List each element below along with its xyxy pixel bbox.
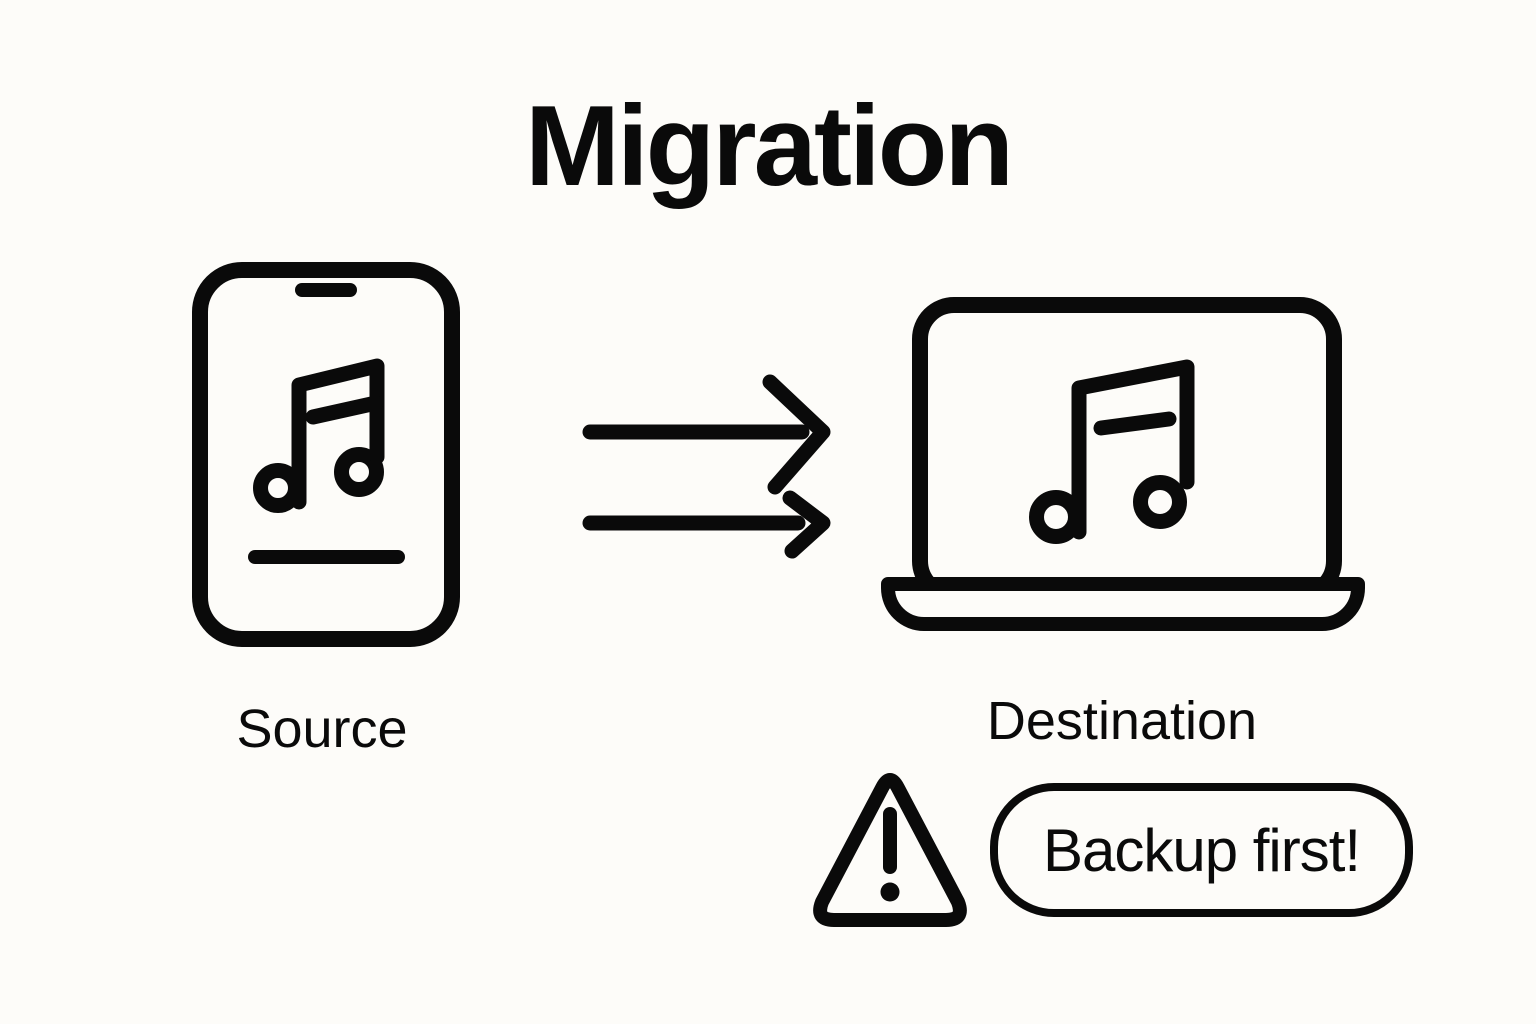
page-title: Migration <box>525 83 1014 210</box>
phone-body <box>192 262 460 647</box>
laptop-base <box>881 577 1365 631</box>
backup-warning-badge: Backup first! <box>990 783 1413 917</box>
exclamation-dot <box>880 882 900 902</box>
music-note-icon <box>253 358 385 513</box>
double-arrow-right-icon <box>582 374 831 559</box>
arrow-right-bottom-icon <box>582 490 831 559</box>
smartphone-music-icon <box>192 262 460 647</box>
backup-warning-text: Backup first! <box>1042 816 1361 884</box>
arrow-right-top-icon <box>582 374 831 495</box>
phone-speaker <box>295 283 357 297</box>
warning-triangle-icon <box>813 773 967 927</box>
triangle-outline <box>813 773 967 927</box>
laptop-screen <box>912 297 1342 603</box>
music-note-icon <box>1029 359 1195 544</box>
destination-label: Destination <box>986 691 1258 751</box>
source-label: Source <box>236 699 408 759</box>
laptop-music-icon <box>881 297 1365 631</box>
